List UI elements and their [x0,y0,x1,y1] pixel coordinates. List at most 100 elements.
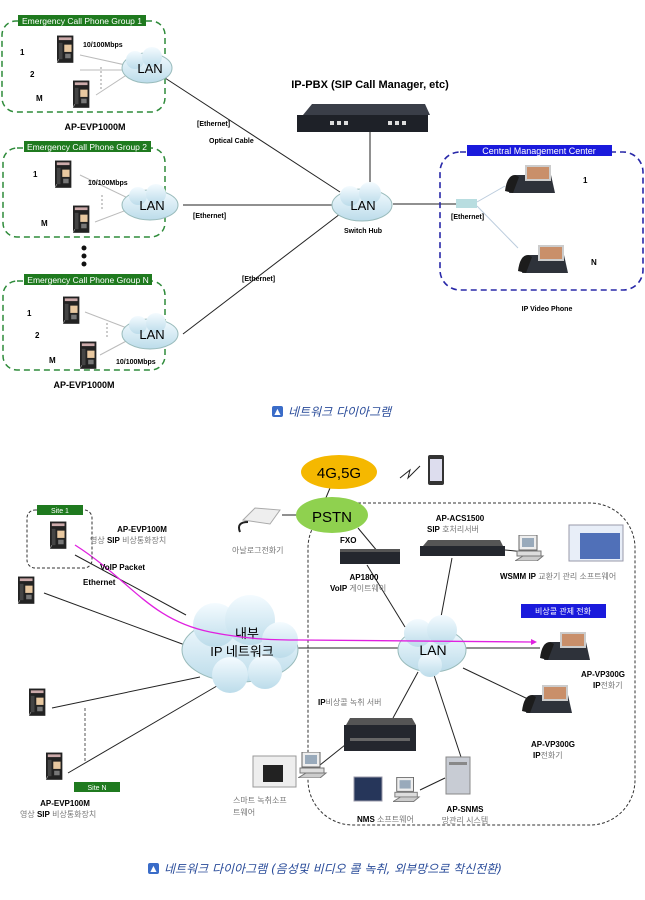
group-N-label: Emergency Call Phone Group N [27,275,148,285]
voip-gateway-device-icon [340,549,400,564]
switch-icon [456,199,477,208]
emergency-phone-icon [55,160,72,192]
caret-up-icon: ▲ [148,863,159,874]
smart-recording-label: 스마트 녹취소프 [233,796,287,805]
call-server-device-icon [420,540,505,556]
emergency-phone-icon [57,35,74,67]
analog-phone-icon [238,507,281,533]
phone-model: AP-VP300G [531,740,575,749]
link-group1 [164,77,341,193]
emergency-phone-icon [63,296,80,328]
phone-number: N [591,258,597,267]
mobile-network: 4G,5G [301,455,377,489]
phone-number: 2 [30,70,35,79]
emergency-phone-icon [29,688,46,720]
pstn-network: PSTN [296,497,368,533]
phone-number: 2 [35,331,40,340]
pc-icon [515,535,544,561]
wireless-signal-icon [399,465,421,480]
control-phone-label: 비상콜 관제 전화 [535,606,592,616]
control-phone-label-box [521,604,606,618]
phone-model: AP-VP300G [581,670,625,679]
lan-label: LAN [419,642,446,658]
nms-software-screenshot [353,776,383,802]
central-management-center: Central Management Center [Ethernet] 1 N [439,145,644,291]
pbx-title: IP-PBX (SIP Call Manager, etc) [291,79,449,91]
gateway-desc: VoIP 게이트웨이 [330,583,386,593]
smart-recording-label: 트웨어 [233,807,255,817]
snms-desc: 망관리 시스템 [442,815,488,825]
snms-server-icon [445,756,471,795]
analog-phone-label: 아날로그전화기 [232,545,284,555]
lan-label: LAN [350,198,375,213]
emergency-phone-icon [18,576,35,608]
video-phone-icon [505,165,555,193]
lan-cloud-icon [121,313,179,350]
phone-number: M [49,356,56,365]
site-N-label: Site N [87,785,106,792]
wsmm-software-screenshot [568,524,624,562]
ethernet-label: Ethernet [83,578,116,587]
site-N-label-box [74,782,120,792]
fxo-label: FXO [340,536,356,545]
model-label: AP-EVP1000M [53,380,114,390]
wsmm-label: WSMM IP 교환기 관리 소프트웨어 [500,571,616,581]
ethernet-label: [Ethernet] [451,214,484,221]
evp-desc: 영상 SIP 비상통화장치 [20,809,96,819]
voip-packet-path [74,544,532,643]
top-links [164,77,456,335]
video-phone-icon [522,685,572,713]
ip-video-phone-label: IP Video Phone [522,306,573,313]
phone-number: 1 [583,176,588,185]
recording-server-label: IP비상콜 녹취 서버 [318,697,382,707]
call-server-model: AP-ACS1500 [436,514,485,523]
phone-desc: IP전화기 [593,680,623,690]
emergency-phone-icon [80,341,97,373]
site-1: Site 1 [26,505,93,569]
emergency-phone-icon [73,80,90,112]
phone-desc: IP전화기 [533,750,563,760]
video-phone-icon [518,245,568,273]
evp-model: AP-EVP100M [117,525,167,534]
pstn-label: PSTN [312,509,352,526]
caret-up-icon: ▲ [272,406,283,417]
lan-label: LAN [139,198,164,213]
voip-packet-label: VoIP Packet [100,563,145,572]
caption-1-text: 네트워크 다이아그램 [288,405,392,419]
emergency-phone-icon [73,205,90,237]
phone-group-2: Emergency Call Phone Group 2 1 M 10/100M… [2,141,179,238]
switch-hub-cloud-icon [331,182,393,222]
speed-label: 10/100Mbps [83,42,123,49]
internal-network-label: IP 네트워크 [210,644,274,659]
speed-label: 10/100Mbps [88,180,128,187]
model-label: AP-EVP1000M [64,122,125,132]
evp-model: AP-EVP100M [40,799,90,808]
ethernet-label: [Ethernet] [197,121,230,128]
phone-group-1: Emergency Call Phone Group 1 1 2 M 10/10… [1,15,173,113]
caption-2: ▲ 네트워크 다이아그램 (음성및 비디오 콜 녹취, 외부망으로 착신전환) [148,860,502,877]
internal-ip-network-cloud-icon [181,595,299,693]
speed-label: 10/100Mbps [116,359,156,366]
lan-cloud-icon [397,615,467,677]
gateway-model: AP1800 [350,573,379,582]
evp-desc: 영상 SIP 비상통화장치 [90,535,166,545]
caption-2-text: 네트워크 다이아그램 (음성및 비디오 콜 녹취, 외부망으로 착신전환) [164,862,502,876]
more-groups-dots [81,245,87,267]
arrow-head-icon [531,639,537,645]
lan-label: LAN [139,327,164,342]
group-2-label: Emergency Call Phone Group 2 [27,142,147,152]
pc-icon [393,777,420,802]
snms-model: AP-SNMS [447,805,485,814]
lan-cloud-icon [121,47,173,84]
smartphone-icon [428,455,444,485]
mobile-network-label: 4G,5G [317,465,361,482]
cmc-label: Central Management Center [482,146,596,156]
emergency-phone-icon [46,752,63,784]
ip-pbx-device-icon [297,104,430,132]
phone-number: M [41,219,48,228]
site-1-label: Site 1 [51,508,69,515]
lan-cloud-icon [121,184,179,221]
phone-number: 1 [20,48,25,57]
phone-number: 1 [27,309,32,318]
